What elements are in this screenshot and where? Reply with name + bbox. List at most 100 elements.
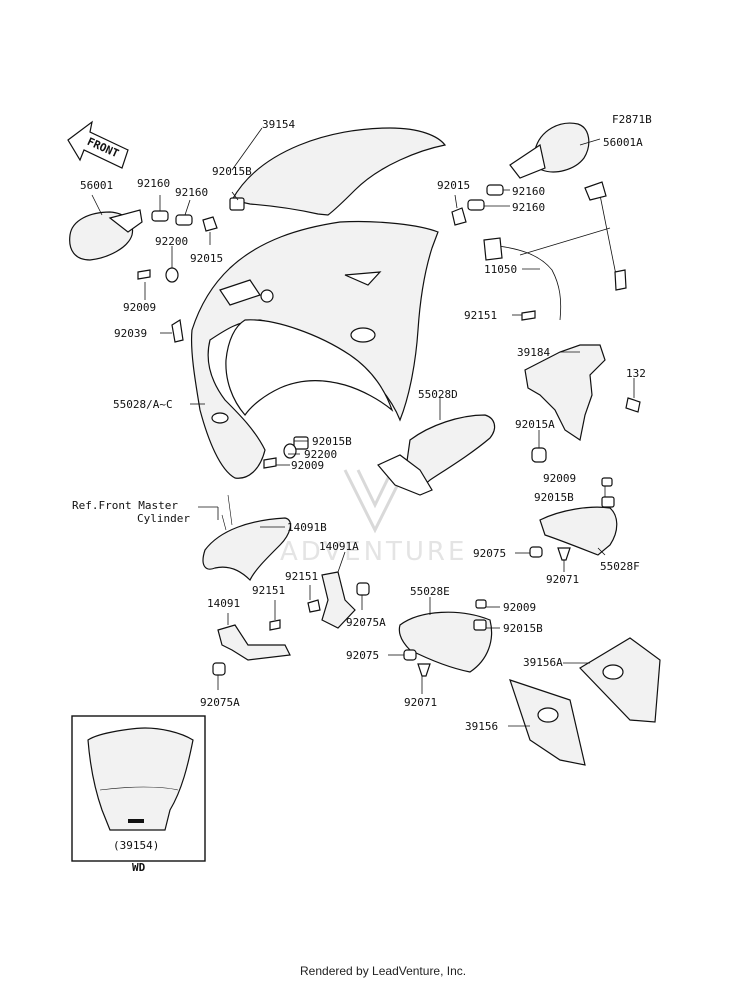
part-label[interactable]: 92200	[304, 448, 337, 461]
front-arrow-icon: FRONT	[67, 120, 129, 169]
collar-92015a	[531, 447, 547, 463]
bolt-92151-a	[521, 310, 536, 321]
collar-92015b-b	[473, 619, 487, 631]
upper-cowling-inner	[225, 319, 394, 416]
part-labels: 39154 56001A 92015B 56001 92160 92160 92…	[72, 118, 646, 733]
diagram-code: F2871B	[612, 113, 652, 126]
headlight-opening	[350, 327, 376, 343]
part-label[interactable]: 92151	[464, 309, 497, 322]
footer-credit: Rendered by LeadVenture, Inc.	[300, 964, 466, 978]
grommet-92015-r	[451, 207, 467, 226]
inset-part-label: (39154)	[113, 839, 159, 852]
part-label[interactable]: 92160	[512, 201, 545, 214]
cowling-stay	[483, 181, 627, 321]
bolt-92009-d	[475, 599, 487, 609]
part-label[interactable]: 92071	[404, 696, 437, 709]
part-label[interactable]: 55028/A~C	[113, 398, 173, 411]
part-label[interactable]: 92160	[512, 185, 545, 198]
part-label[interactable]: 92075A	[346, 616, 386, 629]
part-label[interactable]: 132	[626, 367, 646, 380]
grommet-92071-b	[417, 663, 431, 677]
part-label[interactable]: 92015B	[534, 491, 574, 504]
bolt-92009-a	[137, 269, 151, 280]
part-label[interactable]: 11050	[484, 263, 517, 276]
part-label[interactable]: 92039	[114, 327, 147, 340]
part-label[interactable]: 92160	[137, 177, 170, 190]
part-label[interactable]: 92015	[437, 179, 470, 192]
part-label[interactable]: 56001A	[603, 136, 643, 149]
cowling-grommet	[260, 289, 274, 303]
windscreen	[231, 127, 447, 216]
washer-92160-b	[175, 214, 193, 226]
inset-wd: (39154) WD	[71, 715, 206, 874]
bolt-92009-c	[601, 477, 613, 487]
part-label[interactable]: 92015B	[312, 435, 352, 448]
part-label[interactable]: 39156A	[523, 656, 563, 669]
washer-92160-a	[151, 210, 169, 222]
part-label[interactable]: 92151	[252, 584, 285, 597]
leader-lines	[91, 127, 635, 727]
part-label[interactable]: 39154	[262, 118, 295, 131]
bolt-92009-b	[263, 457, 277, 469]
collar-92015b-r	[601, 496, 615, 508]
pad-39156a	[579, 637, 661, 723]
part-label[interactable]: 14091A	[319, 540, 359, 553]
washer-92160-c	[486, 184, 504, 196]
pad-39156-hole	[537, 707, 559, 723]
bolt-92151-c	[269, 619, 281, 631]
mirror-left	[69, 209, 143, 261]
part-label[interactable]: 92075	[473, 547, 506, 560]
nut-92075a-b	[356, 582, 370, 596]
lower-cover-55028f	[539, 506, 618, 556]
grommet-92071-a	[557, 547, 571, 561]
part-label[interactable]: 92160	[175, 186, 208, 199]
ref-label: Ref.Front Master	[72, 499, 178, 512]
side-vent	[211, 412, 229, 424]
watermark-logo: ADVENTURE	[280, 469, 467, 567]
part-label[interactable]: 39184	[517, 346, 550, 359]
part-label[interactable]: 92015B	[212, 165, 252, 178]
part-label[interactable]: 55028F	[600, 560, 640, 573]
part-label[interactable]: 92015A	[515, 418, 555, 431]
part-label[interactable]: 92075A	[200, 696, 240, 709]
part-label[interactable]: 14091B	[287, 521, 327, 534]
nut-92075-a	[529, 546, 543, 558]
part-label[interactable]: 14091	[207, 597, 240, 610]
part-label[interactable]: 92009	[503, 601, 536, 614]
inset-logo	[128, 819, 144, 823]
front-master-cylinder-ref	[221, 494, 233, 531]
cowling-duct	[344, 271, 382, 286]
part-label[interactable]: 92009	[291, 459, 324, 472]
part-label[interactable]: 92071	[546, 573, 579, 586]
washer-92160-d	[467, 199, 485, 211]
part-label[interactable]: 39156	[465, 720, 498, 733]
part-label[interactable]: 92015	[190, 252, 223, 265]
part-label[interactable]: 55028E	[410, 585, 450, 598]
lower-cover-55028e	[398, 611, 493, 673]
part-label[interactable]: 92009	[543, 472, 576, 485]
bolt-92039	[171, 319, 184, 343]
nut-92075-b	[403, 649, 417, 661]
mirror-right	[509, 122, 590, 179]
watermark-text: ADVENTURE	[280, 537, 467, 567]
grommet-92200-b	[283, 443, 297, 459]
part-label[interactable]: 92015B	[503, 622, 543, 635]
inner-cover-55028d-tab	[377, 454, 433, 496]
bolt-132	[625, 397, 641, 413]
bolt-92151-b	[307, 599, 321, 613]
collar-92015b-top	[229, 197, 245, 211]
part-label[interactable]: 56001	[80, 179, 113, 192]
part-label[interactable]: 92200	[155, 235, 188, 248]
part-label[interactable]: 55028D	[418, 388, 458, 401]
grommet-92200-a	[165, 267, 179, 283]
part-label[interactable]: 92151	[285, 570, 318, 583]
fender-14091b	[202, 517, 292, 582]
part-label[interactable]: 92075	[346, 649, 379, 662]
bracket-39184	[524, 344, 606, 441]
cowling-bracket	[219, 279, 261, 306]
part-label[interactable]: 92009	[123, 301, 156, 314]
bracket-14091a	[321, 571, 356, 629]
cover-14091	[217, 624, 291, 661]
